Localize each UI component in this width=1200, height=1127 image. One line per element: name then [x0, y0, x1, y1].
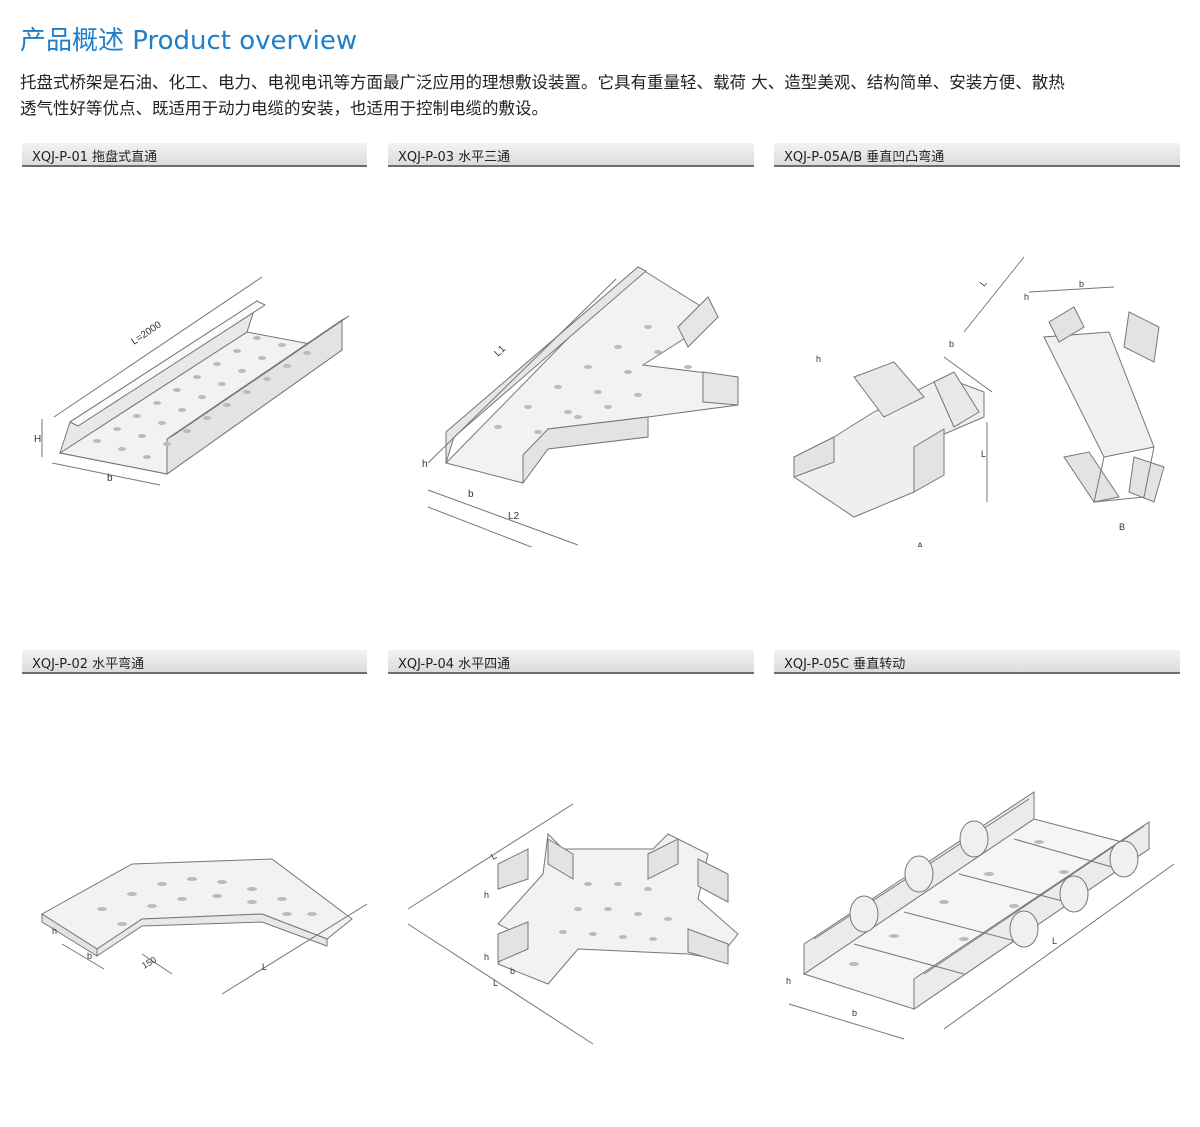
dim-height-b: h	[1024, 292, 1029, 302]
dim-length-right: L	[981, 449, 986, 459]
product-card-header: XQJ-P-02 水平弯通	[22, 650, 367, 674]
product-card-straight: XQJ-P-01 拖盘式直通 L=2000 H b	[22, 143, 367, 543]
product-card-header: XQJ-P-04 水平四通	[388, 650, 754, 674]
tray-cross-drawing: L h h b L	[407, 803, 739, 1045]
dim-height-bottom: h	[484, 952, 489, 962]
dim-width: b	[107, 473, 113, 484]
intro-line-1: 托盘式桥架是石油、化工、电力、电视电讯等方面最广泛应用的理想敷设装置。它具有重量…	[20, 73, 1065, 92]
product-card-tee: XQJ-P-03 水平三通 L1 h b L2	[388, 143, 754, 547]
product-code-label: XQJ-P-03 水平三通	[398, 150, 511, 165]
product-card-header: XQJ-P-05A/B 垂直凹凸弯通	[774, 143, 1180, 167]
dim-width: b	[510, 966, 515, 976]
dim-width: b	[468, 489, 474, 500]
tray-straight-drawing: L=2000 H b	[34, 276, 350, 486]
label-a: A	[917, 541, 923, 547]
tray-tee-drawing: L1 h b L2	[422, 266, 739, 547]
product-card-horizontal-bend: XQJ-P-02 水平弯通 h b 150 L	[22, 650, 367, 1070]
dim-height: H	[34, 434, 41, 445]
dim-length-left: L	[978, 278, 989, 288]
product-card-cross: XQJ-P-04 水平四通 L h h b L	[388, 650, 754, 1070]
product-card-vertical-rotate: XQJ-P-05C 垂直转动 h b	[774, 650, 1180, 1070]
dim-length: L=2000	[130, 319, 164, 347]
dim-length-top: L	[489, 851, 498, 862]
dim-width-a: b	[949, 339, 954, 349]
product-code-label: XQJ-P-02 水平弯通	[32, 657, 145, 672]
product-card-vertical-bend: XQJ-P-05A/B 垂直凹凸弯通 h b L L h b A B	[774, 143, 1180, 547]
dim-radius: 150	[140, 955, 158, 971]
dim-height-a: h	[816, 354, 821, 364]
dim-length: L	[262, 962, 267, 972]
product-card-header: XQJ-P-05C 垂直转动	[774, 650, 1180, 674]
label-b: B	[1119, 522, 1125, 532]
tray-vertical-rotate-drawing: h b L	[786, 791, 1175, 1040]
product-code-label: XQJ-P-01 拖盘式直通	[32, 150, 158, 165]
product-card-header: XQJ-P-01 拖盘式直通	[22, 143, 367, 167]
intro-text: 托盘式桥架是石油、化工、电力、电视电讯等方面最广泛应用的理想敷设装置。它具有重量…	[20, 70, 1185, 122]
product-code-label: XQJ-P-05C 垂直转动	[784, 657, 906, 672]
product-code-label: XQJ-P-04 水平四通	[398, 657, 511, 672]
intro-line-2: 透气性好等优点、既适用于动力电缆的安装，也适用于控制电缆的敷设。	[20, 99, 548, 118]
product-card-header: XQJ-P-03 水平三通	[388, 143, 754, 167]
dim-length: L	[1052, 936, 1057, 946]
dim-width: b	[87, 951, 92, 961]
dim-height-top: h	[484, 890, 489, 900]
dim-length-1: L1	[492, 343, 508, 359]
dim-length-bottom: L	[493, 978, 498, 988]
dim-height: h	[52, 926, 57, 936]
product-code-label: XQJ-P-05A/B 垂直凹凸弯通	[784, 150, 945, 165]
tray-vertical-bend-drawing: h b L L h b A B	[793, 256, 1165, 547]
dim-height: h	[422, 459, 428, 470]
dim-height: h	[786, 976, 791, 986]
page-title: 产品概述 Product overview	[20, 26, 358, 56]
dim-length-2: L2	[508, 511, 520, 522]
dim-width: b	[852, 1008, 857, 1018]
tray-horizontal-bend-drawing: h b 150 L	[41, 858, 367, 995]
dim-width-b: b	[1079, 279, 1084, 289]
